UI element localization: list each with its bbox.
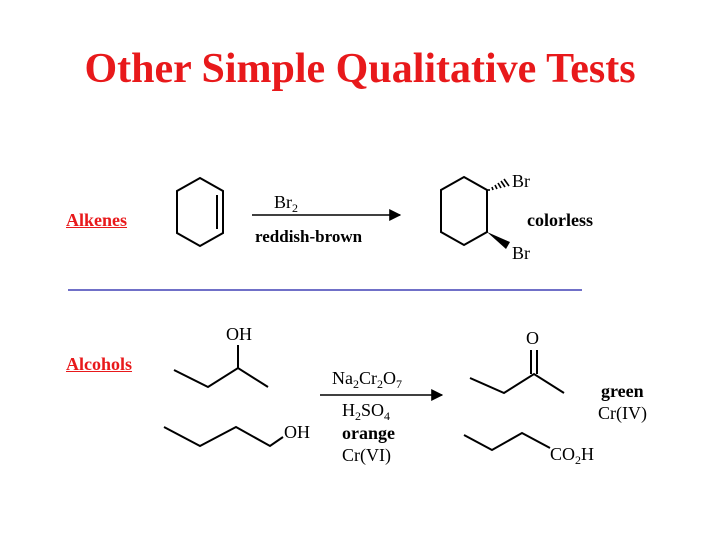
ketone-oxygen: O <box>526 328 539 348</box>
oh-top: OH <box>226 324 252 344</box>
oh-bottom: OH <box>284 422 310 442</box>
result-color-green: green <box>601 381 644 401</box>
hashed-wedge-bond <box>488 178 510 191</box>
cyclohexene-structure <box>176 176 224 248</box>
reagent-color-orange: orange <box>342 423 395 443</box>
alkene-reagent: Br2 <box>274 192 298 215</box>
page-title: Other Simple Qualitative Tests <box>84 46 636 92</box>
result-state: Cr(IV) <box>598 403 647 424</box>
dibromocyclohexane-structure <box>440 175 488 247</box>
alkenes-label: Alkenes <box>66 210 128 230</box>
primary-alcohol-structure <box>163 425 284 448</box>
secondary-alcohol-structure <box>173 345 269 389</box>
alkene-result: colorless <box>527 210 593 230</box>
sulfuric-acid: H2SO4 <box>342 400 390 423</box>
product-br-bottom: Br <box>512 243 530 263</box>
dichromate-reagent: Na2Cr2O7 <box>332 368 402 391</box>
carboxylic-acid-group: CO2H <box>550 444 594 467</box>
ketone-structure <box>469 350 565 395</box>
product-br-top: Br <box>512 171 530 191</box>
alkene-reagent-color: reddish-brown <box>255 227 363 246</box>
reagent-state: Cr(VI) <box>342 445 391 466</box>
alcohols-label: Alcohols <box>66 354 133 374</box>
carboxylic-acid-structure <box>463 431 551 452</box>
solid-wedge-bond <box>487 232 510 249</box>
